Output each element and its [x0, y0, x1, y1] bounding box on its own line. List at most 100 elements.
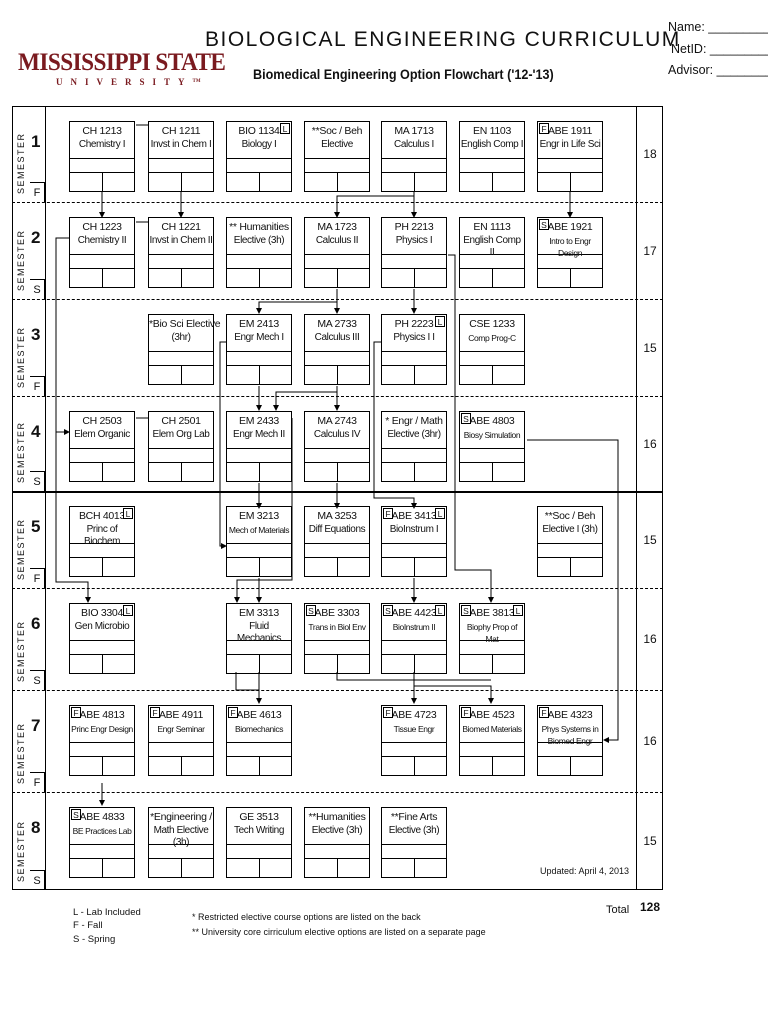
grade-row[interactable]	[538, 743, 602, 757]
course-code: ABE 1921	[547, 221, 593, 233]
grade-row[interactable]	[70, 641, 134, 655]
grade-row[interactable]	[305, 449, 369, 463]
course-code: ABE 1911	[547, 125, 593, 137]
grade-row[interactable]	[70, 845, 134, 859]
grade-row[interactable]	[460, 352, 524, 366]
grade-row[interactable]	[227, 743, 291, 757]
grade-row[interactable]	[382, 845, 446, 859]
grade-row[interactable]	[382, 743, 446, 757]
grade-row[interactable]	[227, 352, 291, 366]
grade-row[interactable]	[538, 544, 602, 558]
grade-row[interactable]	[227, 255, 291, 269]
grade-row[interactable]	[305, 641, 369, 655]
grade-row[interactable]	[460, 641, 524, 655]
grade-row[interactable]	[305, 352, 369, 366]
grade-row[interactable]	[227, 641, 291, 655]
name-field[interactable]: Name: _________	[668, 20, 768, 34]
grade-row[interactable]	[227, 159, 291, 173]
grade-row[interactable]	[70, 449, 134, 463]
grade-row[interactable]	[227, 449, 291, 463]
grade-row[interactable]	[382, 352, 446, 366]
grade-row[interactable]	[305, 845, 369, 859]
grade-row[interactable]	[149, 845, 213, 859]
netid-field[interactable]: NetID: _________	[671, 42, 768, 56]
grade-row[interactable]	[70, 159, 134, 173]
advisor-field[interactable]: Advisor: ________	[668, 63, 768, 77]
grade-row[interactable]	[460, 449, 524, 463]
grade-row[interactable]	[70, 743, 134, 757]
grade-row[interactable]	[382, 641, 446, 655]
grade-row[interactable]	[460, 159, 524, 173]
grade-row[interactable]	[70, 255, 134, 269]
grade-row[interactable]	[538, 159, 602, 173]
course-name: Invst in Chem I	[150, 139, 212, 150]
grade-row[interactable]	[460, 255, 524, 269]
grade-row[interactable]	[538, 255, 602, 269]
grade-row[interactable]	[382, 255, 446, 269]
grade-row[interactable]	[382, 544, 446, 558]
grade-row[interactable]	[149, 449, 213, 463]
grade-row[interactable]	[70, 544, 134, 558]
grade-row[interactable]	[305, 544, 369, 558]
grade-row[interactable]	[227, 544, 291, 558]
grade-row[interactable]	[305, 159, 369, 173]
cell-divider	[414, 655, 415, 673]
grade-row[interactable]	[227, 845, 291, 859]
grade-row[interactable]	[149, 743, 213, 757]
grade-row[interactable]	[460, 743, 524, 757]
grade-row[interactable]	[305, 255, 369, 269]
course-code: EN 1103	[473, 125, 511, 137]
grade-row[interactable]	[149, 255, 213, 269]
grade-row[interactable]	[149, 352, 213, 366]
course-box[interactable]: *Engineering /Math Elective (3h)	[148, 807, 214, 878]
grade-row[interactable]	[382, 449, 446, 463]
grade-row[interactable]	[149, 159, 213, 173]
grade-row[interactable]	[382, 159, 446, 173]
course-box[interactable]: *Bio Sci Elective(3hr)	[148, 314, 221, 385]
